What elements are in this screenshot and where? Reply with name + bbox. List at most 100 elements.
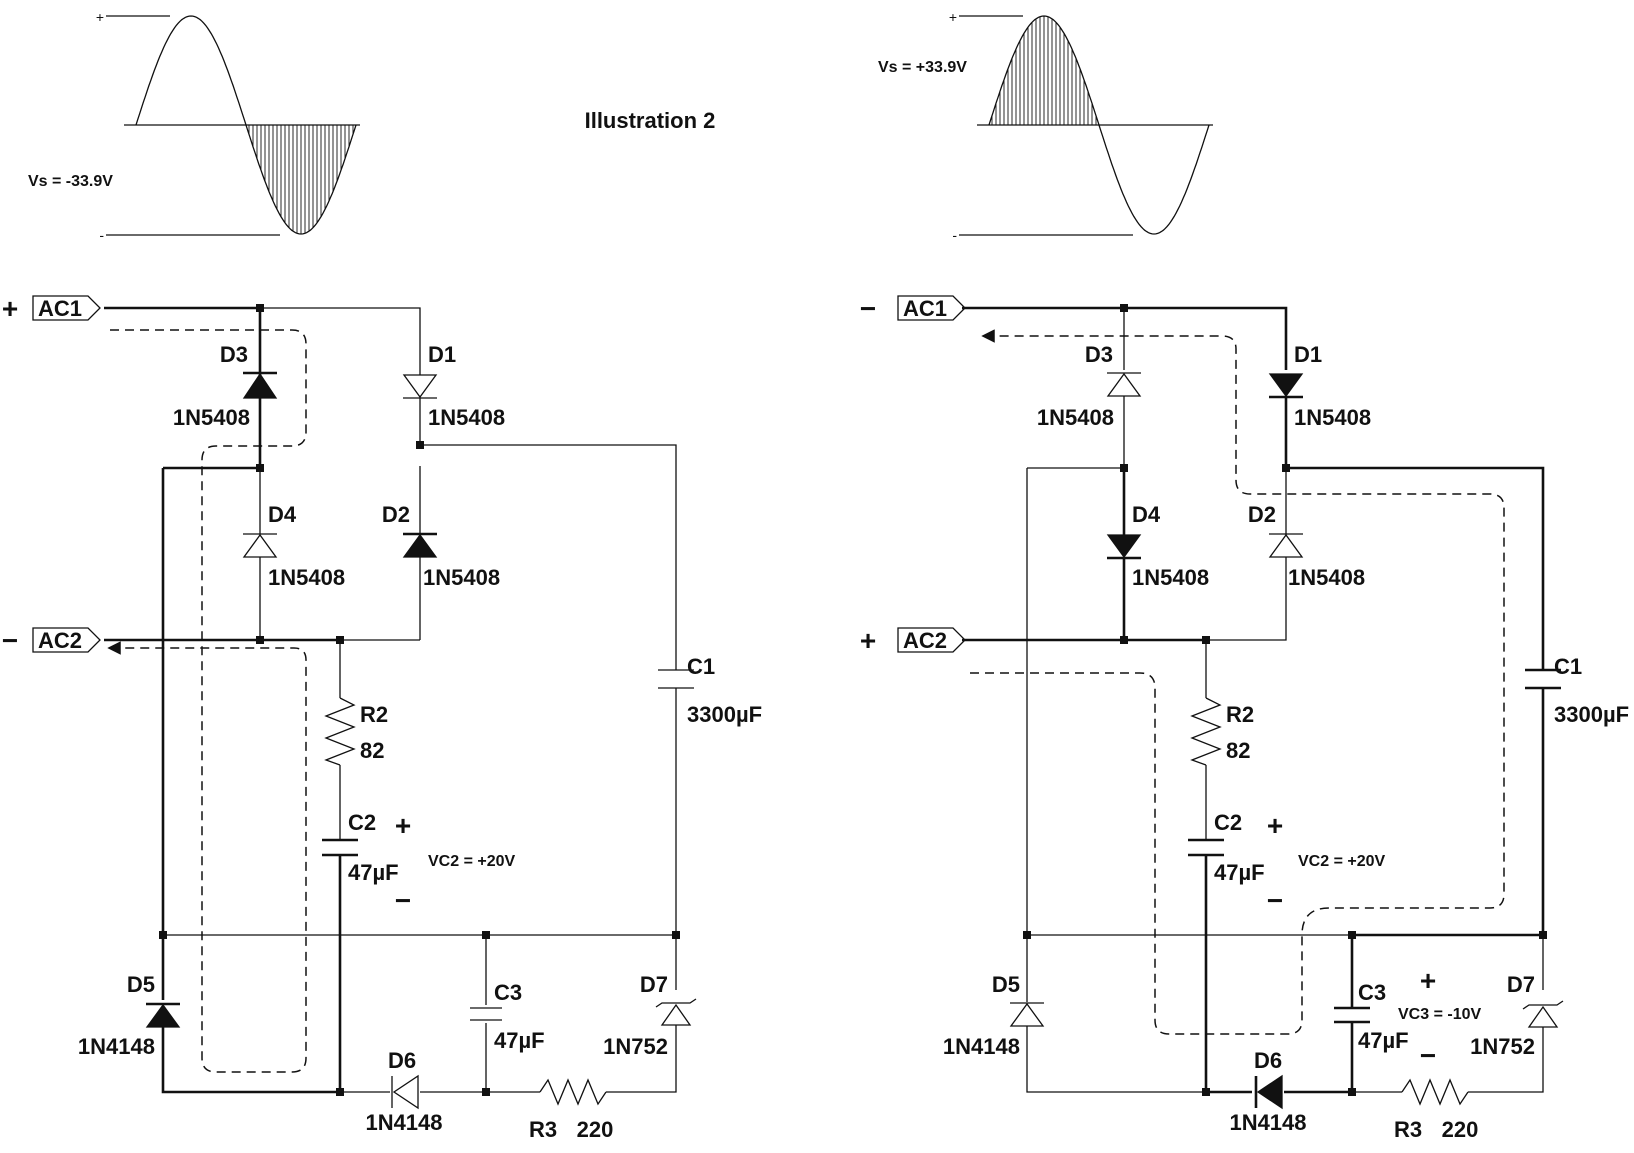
waveform-right: + - Vs = +33.9V (878, 9, 1213, 243)
diode-d4 (1106, 534, 1142, 559)
d3-name: D3 (1085, 342, 1113, 367)
d3-part: 1N5408 (173, 405, 250, 430)
current-path-2 (970, 329, 1505, 1035)
r2-value: 82 (1226, 738, 1250, 763)
r3-value: 220 (577, 1117, 614, 1142)
c3-name: C3 (1358, 980, 1386, 1005)
d3-part: 1N5408 (1037, 405, 1114, 430)
diode-d5 (145, 1003, 181, 1028)
d7-name: D7 (1507, 972, 1535, 997)
d1-part: 1N5408 (428, 405, 505, 430)
ac1-label: AC1 (903, 296, 947, 321)
d2-name: D2 (382, 502, 410, 527)
d4-name: D4 (1132, 502, 1161, 527)
junctions (1023, 304, 1547, 1096)
ac2-port (897, 627, 966, 653)
d1-name: D1 (1294, 342, 1322, 367)
diode-d4 (242, 533, 278, 558)
diode-d3 (242, 372, 278, 399)
waveform-minus-sign: - (99, 227, 104, 243)
resistor-r3 (539, 1078, 607, 1106)
circuit-right: AC1 − AC2 + D3 1N5408 D1 1N5408 D4 1N540… (860, 293, 1629, 1142)
c2-name: C2 (1214, 810, 1242, 835)
d7-name: D7 (640, 972, 668, 997)
c3-value: 47µF (1358, 1028, 1409, 1053)
current-path-1 (107, 329, 307, 1073)
resistor-r2 (324, 697, 356, 766)
c1-value: 3300µF (687, 702, 762, 727)
r2-name: R2 (360, 702, 388, 727)
diode-d5 (1009, 1002, 1045, 1027)
r3-value: 220 (1442, 1117, 1479, 1142)
d5-part: 1N4148 (943, 1034, 1020, 1059)
d2-name: D2 (1248, 502, 1276, 527)
r3-name: R3 (1394, 1117, 1422, 1142)
diode-d2 (402, 533, 438, 558)
ac2-label: AC2 (38, 628, 82, 653)
junctions (159, 304, 680, 1096)
d1-part: 1N5408 (1294, 405, 1371, 430)
vs-label: Vs = -33.9V (28, 173, 113, 190)
d6-name: D6 (388, 1048, 416, 1073)
shaded-positive-half (991, 16, 1097, 125)
ac2-polarity: + (860, 625, 876, 656)
d7-part: 1N752 (1470, 1034, 1535, 1059)
c1-name: C1 (687, 654, 715, 679)
waveform-minus-sign: - (952, 227, 957, 243)
resistor-r2 (1190, 697, 1222, 766)
c2-minus: − (395, 885, 411, 916)
ac2-label: AC2 (903, 628, 947, 653)
diode-d1 (402, 374, 438, 399)
page-title: Illustration 2 (585, 108, 716, 133)
ac2-polarity: − (2, 625, 18, 656)
c2-name: C2 (348, 810, 376, 835)
c2-minus: − (1267, 885, 1283, 916)
c2-value: 47µF (1214, 860, 1265, 885)
vc2-label: VC2 = +20V (1298, 853, 1386, 870)
d4-name: D4 (268, 502, 297, 527)
ac1-port (32, 295, 101, 321)
c3-value: 47µF (494, 1028, 545, 1053)
waveform-left: + - Vs = -33.9V (28, 9, 360, 243)
d5-name: D5 (127, 972, 155, 997)
d5-name: D5 (992, 972, 1020, 997)
diode-d2 (1268, 533, 1304, 558)
sine-wave (988, 15, 1210, 235)
diode-d3 (1106, 372, 1142, 397)
d6-part: 1N4148 (365, 1110, 442, 1135)
ac1-polarity: − (860, 293, 876, 324)
d6-name: D6 (1254, 1048, 1282, 1073)
c2-plus: + (1267, 810, 1283, 841)
c3-plus: + (1420, 965, 1436, 996)
c3-minus: − (1420, 1040, 1436, 1071)
shaded-negative-half (248, 125, 354, 234)
vs-label: Vs = +33.9V (878, 59, 967, 76)
ac1-port (897, 295, 966, 321)
c2-value: 47µF (348, 860, 399, 885)
d1-name: D1 (428, 342, 456, 367)
r2-name: R2 (1226, 702, 1254, 727)
r2-value: 82 (360, 738, 384, 763)
d3-name: D3 (220, 342, 248, 367)
sine-wave (135, 15, 357, 235)
diode-d1 (1268, 373, 1304, 398)
ac1-polarity: + (2, 293, 18, 324)
ac1-label: AC1 (38, 296, 82, 321)
d7-part: 1N752 (603, 1034, 668, 1059)
circuit-left: AC1 + AC2 − D3 1N5408 D1 1N5408 D4 1N540… (2, 293, 762, 1142)
r3-name: R3 (529, 1117, 557, 1142)
waveform-plus-sign: + (96, 9, 104, 25)
zener-d7 (660, 1003, 692, 1026)
c1-value: 3300µF (1554, 702, 1629, 727)
c3-name: C3 (494, 980, 522, 1005)
c2-plus: + (395, 810, 411, 841)
vc3-label: VC3 = -10V (1398, 1006, 1481, 1023)
d2-part: 1N5408 (1288, 565, 1365, 590)
c1-name: C1 (1554, 654, 1582, 679)
diode-d6 (392, 1074, 419, 1110)
waveform-plus-sign: + (949, 9, 957, 25)
resistor-r3 (1401, 1078, 1469, 1106)
vc2-label: VC2 = +20V (428, 853, 516, 870)
zener-d7 (1527, 1005, 1559, 1028)
